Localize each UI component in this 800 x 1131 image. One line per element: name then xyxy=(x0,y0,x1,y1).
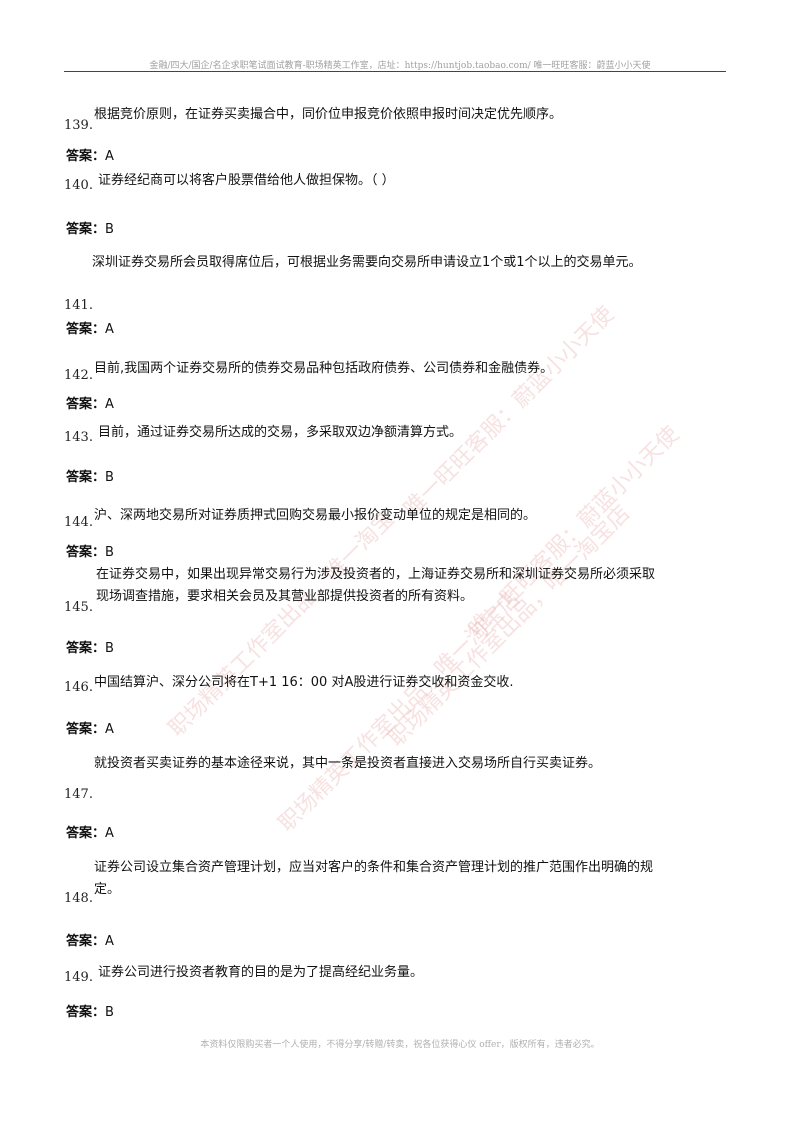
answer-value: B xyxy=(105,1005,114,1020)
answer-value: A xyxy=(105,826,114,841)
answer-line: 答案：A xyxy=(66,822,114,841)
answer-value: A xyxy=(105,149,114,164)
answer-line: 答案：A xyxy=(66,718,114,737)
answer-line: 答案：A xyxy=(66,145,114,164)
answer-line: 答案：B xyxy=(66,1001,114,1020)
question-text: 在证券交易中，如果出现异常交易行为涉及投资者的，上海证券交易所和深圳证券交易所必… xyxy=(96,567,656,604)
question-text: 证券公司进行投资者教育的目的是为了提高经纪业务量。 xyxy=(98,965,424,980)
answer-value: A xyxy=(105,934,114,949)
question-text: 目前，通过证券交易所达成的交易，多采取双边净额清算方式。 xyxy=(98,425,463,440)
answer-label: 答案： xyxy=(66,149,106,164)
question-number: 145. xyxy=(64,600,93,615)
question-number: 147. xyxy=(64,787,93,802)
question-number: 148. xyxy=(64,891,93,906)
answer-value: B xyxy=(105,470,114,485)
watermark-text: 唯一旺旺客服：蔚蓝小小天使 xyxy=(464,421,685,642)
answer-label: 答案： xyxy=(66,470,106,485)
watermark-text: 职场精英工作室出品，唯一淘宝 xyxy=(164,506,400,742)
answer-label: 答案： xyxy=(66,934,106,949)
watermark-text: 唯一旺旺客服：蔚蓝小小天使 xyxy=(399,301,620,522)
page-header: 金融/四大/国企/名企求职笔试面试教育-职场精英工作室，店址：https://h… xyxy=(149,61,651,71)
answer-value: B xyxy=(105,222,114,237)
answer-label: 答案： xyxy=(66,397,106,412)
answer-label: 答案： xyxy=(66,1005,106,1020)
question-text: 根据竞价原则，在证券买卖撮合中，同价位申报竞价依照申报时间决定优先顺序。 xyxy=(94,107,563,122)
question-number: 144. xyxy=(64,515,93,530)
question-number: 143. xyxy=(64,430,93,445)
question-number: 142. xyxy=(64,368,93,383)
answer-label: 答案： xyxy=(66,222,106,237)
answer-value: B xyxy=(105,641,114,656)
page-footer: 本资料仅限购买者一个人使用，不得分享/转赠/转卖，祝各位获得心仪 offer，版… xyxy=(200,1040,600,1050)
watermark-text: 职场精英工作室出品，唯一淘宝店 xyxy=(274,585,526,837)
watermark-text: 职场精英工作室出品，唯一淘宝店 xyxy=(384,500,636,752)
answer-value: A xyxy=(105,322,114,337)
answer-line: 答案：B xyxy=(66,466,114,485)
question-text: 证券公司设立集合资产管理计划，应当对客户的条件和集合资产管理计划的推广范围作出明… xyxy=(94,860,654,897)
answer-line: 答案：A xyxy=(66,393,114,412)
question-text: 中国结算沪、深分公司将在T+1 16：00 对A股进行证券交收和资金交收. xyxy=(94,675,514,690)
answer-value: B xyxy=(105,545,114,560)
answer-label: 答案： xyxy=(66,641,106,656)
answer-line: 答案：A xyxy=(66,318,114,337)
answer-label: 答案： xyxy=(66,545,106,560)
answer-line: 答案：B xyxy=(66,541,114,560)
question-number: 149. xyxy=(64,970,93,985)
question-number: 139. xyxy=(64,118,93,133)
answer-label: 答案： xyxy=(66,826,106,841)
question-number: 140. xyxy=(64,178,93,193)
answer-line: 答案：B xyxy=(66,218,114,237)
question-text: 目前,我国两个证券交易所的债券交易品种包括政府债券、公司债券和金融债券。 xyxy=(94,361,554,376)
answer-label: 答案： xyxy=(66,722,106,737)
question-text: 沪、深两地交易所对证券质押式回购交易最小报价变动单位的规定是相同的。 xyxy=(94,508,537,523)
answer-label: 答案： xyxy=(66,322,106,337)
header-divider xyxy=(64,71,726,72)
question-number: 146. xyxy=(64,680,93,695)
answer-value: A xyxy=(105,722,114,737)
question-text: 证券经纪商可以将客户股票借给他人做担保物。（ ） xyxy=(98,173,395,188)
question-number: 141. xyxy=(64,298,93,313)
answer-line: 答案：A xyxy=(66,930,114,949)
answer-value: A xyxy=(105,397,114,412)
answer-line: 答案：B xyxy=(66,637,114,656)
question-text: 就投资者买卖证券的基本途径来说，其中一条是投资者直接进入交易场所自行买卖证券。 xyxy=(94,756,602,771)
question-text: 深圳证券交易所会员取得席位后，可根据业务需要向交易所申请设立1个或1个以上的交易… xyxy=(92,255,642,270)
